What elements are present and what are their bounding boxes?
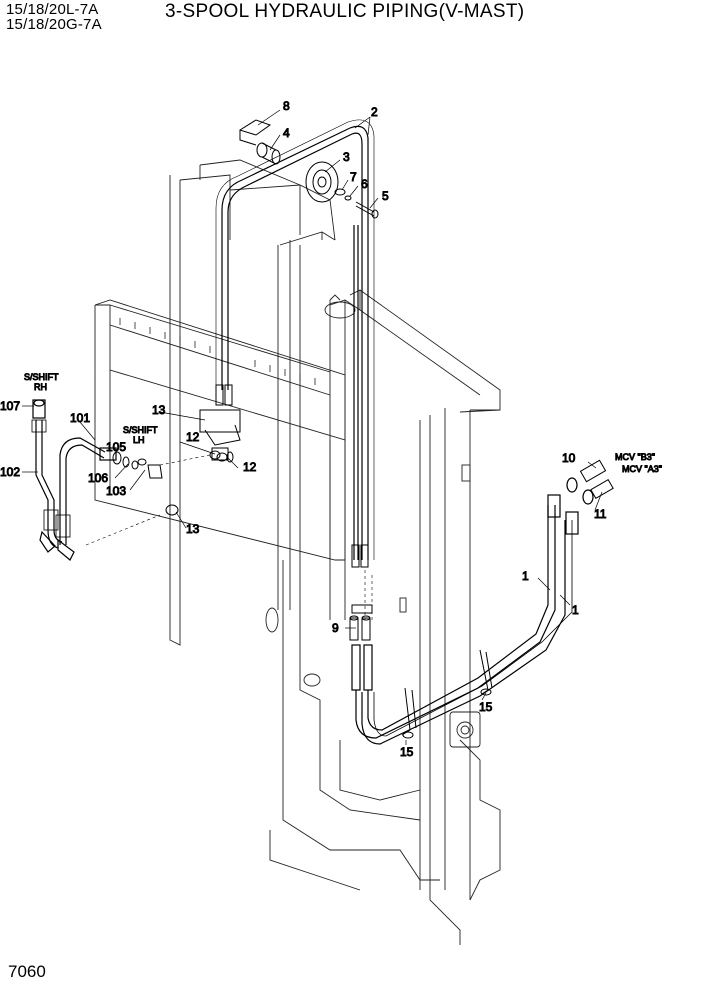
hose-102 — [31, 399, 63, 553]
callout-102: 102 — [0, 465, 20, 479]
callout-12-upper: 12 — [186, 430, 200, 444]
hose-loop-2 — [215, 119, 375, 560]
callout-105: 105 — [106, 440, 126, 454]
callout-2: 2 — [371, 105, 378, 119]
callout-101: 101 — [70, 411, 90, 425]
callout-3: 3 — [343, 150, 350, 164]
clamps-15 — [401, 649, 493, 739]
callout-8: 8 — [283, 99, 290, 113]
hose-1 — [351, 477, 594, 745]
callout-6: 6 — [361, 177, 368, 191]
note-sshift-rh-1: S/SHIFT — [24, 372, 59, 382]
callout-4: 4 — [283, 126, 290, 140]
note-mcv-a3: MCV "A3" — [622, 464, 662, 474]
callout-13-lower: 13 — [186, 522, 200, 536]
callout-labels: 8 2 4 3 7 6 5 107 101 13 12 105 12 102 1… — [0, 99, 662, 760]
hose-end-fittings-upper — [199, 384, 369, 568]
leader-lines — [22, 109, 603, 745]
callout-15-left: 15 — [400, 745, 414, 759]
note-sshift-rh-2: RH — [34, 382, 47, 392]
fittings-103-106 — [112, 451, 179, 516]
callout-103: 103 — [106, 484, 126, 498]
note-sshift-lh-2: LH — [133, 435, 145, 445]
leader-dashes — [85, 454, 373, 620]
sheave-assembly — [239, 119, 379, 219]
page-number: 7060 — [8, 962, 46, 981]
callout-9: 9 — [332, 621, 339, 635]
callout-107: 107 — [0, 399, 20, 413]
model-code-line-1: 15/18/20L-7A — [6, 1, 99, 18]
mast-frame — [94, 159, 501, 945]
callout-1-right: 1 — [572, 603, 579, 617]
callout-11: 11 — [594, 507, 607, 521]
fittings-10-11 — [579, 459, 614, 500]
callout-1-left: 1 — [522, 569, 529, 583]
callout-10: 10 — [562, 451, 576, 465]
callout-106: 106 — [88, 471, 108, 485]
callout-5: 5 — [382, 189, 389, 203]
callout-15-right: 15 — [479, 700, 493, 714]
note-mcv-b3: MCV "B3" — [615, 452, 655, 462]
callout-7: 7 — [350, 170, 357, 184]
model-code-line-2: 15/18/20G-7A — [6, 16, 102, 33]
callout-13-upper: 13 — [152, 403, 166, 417]
note-sshift-lh-1: S/SHIFT — [123, 425, 158, 435]
hose-101 — [55, 437, 117, 561]
callout-12-lower: 12 — [243, 460, 257, 474]
fittings-9 — [349, 604, 373, 641]
page-title: 3-SPOOL HYDRAULIC PIPING(V-MAST) — [165, 1, 525, 22]
